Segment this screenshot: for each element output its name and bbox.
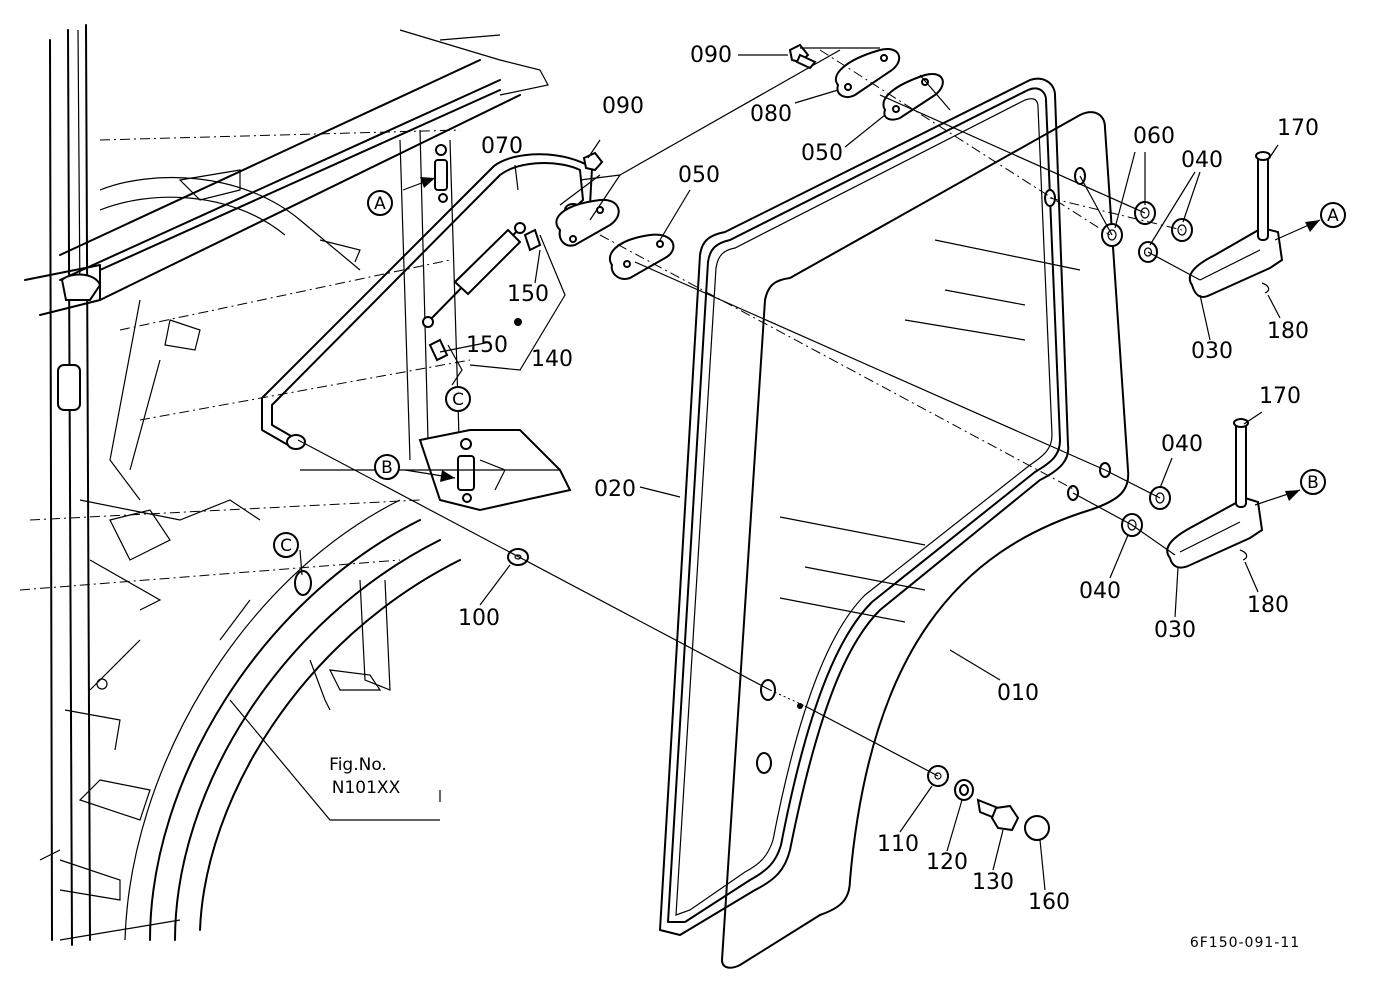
fig-ref-line1: Fig.No.: [329, 755, 387, 775]
label-070: 070: [481, 134, 523, 159]
ref-circle-c2: [273, 532, 299, 558]
label-170-upper: 170: [1277, 116, 1319, 141]
label-110: 110: [877, 832, 919, 857]
ref-circle-c1: [445, 386, 471, 412]
label-020: 020: [594, 477, 636, 502]
part-labels: 010 020 030 030 040 040 040 050 050 060 …: [458, 43, 1319, 915]
leader-lines: [229, 49, 1201, 821]
plates-and-bolts: [555, 43, 944, 280]
label-180-upper: 180: [1267, 319, 1309, 344]
hinges: [1101, 151, 1321, 569]
ref-label-a2: A: [1327, 206, 1339, 226]
ref-label-c2: C: [280, 536, 292, 556]
ref-label-b2: B: [1307, 473, 1319, 493]
ref-label-b1: B: [381, 458, 393, 478]
door-glass-and-seal: [659, 77, 1130, 969]
label-100: 100: [458, 606, 500, 631]
label-170-lower: 170: [1259, 384, 1301, 409]
label-040-lower: 040: [1079, 579, 1121, 604]
gas-spring-140: [422, 222, 566, 371]
label-040-mid: 040: [1161, 432, 1203, 457]
ref-label-a1: A: [374, 194, 386, 214]
label-160: 160: [1028, 890, 1070, 915]
label-050-left: 050: [678, 163, 720, 188]
label-030-upper: 030: [1191, 339, 1233, 364]
drawing-code: 6F150-091-11: [1190, 935, 1300, 951]
label-leaders: [439, 54, 1281, 891]
ref-label-c1: C: [452, 390, 464, 410]
label-090-top: 090: [690, 43, 732, 68]
label-040-upper: 040: [1181, 148, 1223, 173]
label-030-lower: 030: [1154, 618, 1196, 643]
ref-circle-b2: [1300, 469, 1326, 495]
label-080: 080: [750, 102, 792, 127]
label-180-lower: 180: [1247, 593, 1289, 618]
ref-circle-b1: [374, 454, 400, 480]
label-120: 120: [926, 850, 968, 875]
label-130: 130: [972, 870, 1014, 895]
label-140: 140: [531, 347, 573, 372]
label-060: 060: [1133, 124, 1175, 149]
ref-circle-a1: [367, 190, 393, 216]
label-150-upper: 150: [507, 282, 549, 307]
reference-callouts: A A B B C C: [273, 190, 1346, 558]
bottom-hardware: [507, 548, 1050, 841]
figure-reference: Fig.No. N101XX: [329, 755, 441, 802]
label-050-top: 050: [801, 141, 843, 166]
label-010: 010: [997, 681, 1039, 706]
cab-frame: [19, 24, 572, 946]
fig-ref-line2: N101XX: [332, 778, 401, 798]
label-090-mid: 090: [602, 94, 644, 119]
ref-circle-a2: [1320, 202, 1346, 228]
